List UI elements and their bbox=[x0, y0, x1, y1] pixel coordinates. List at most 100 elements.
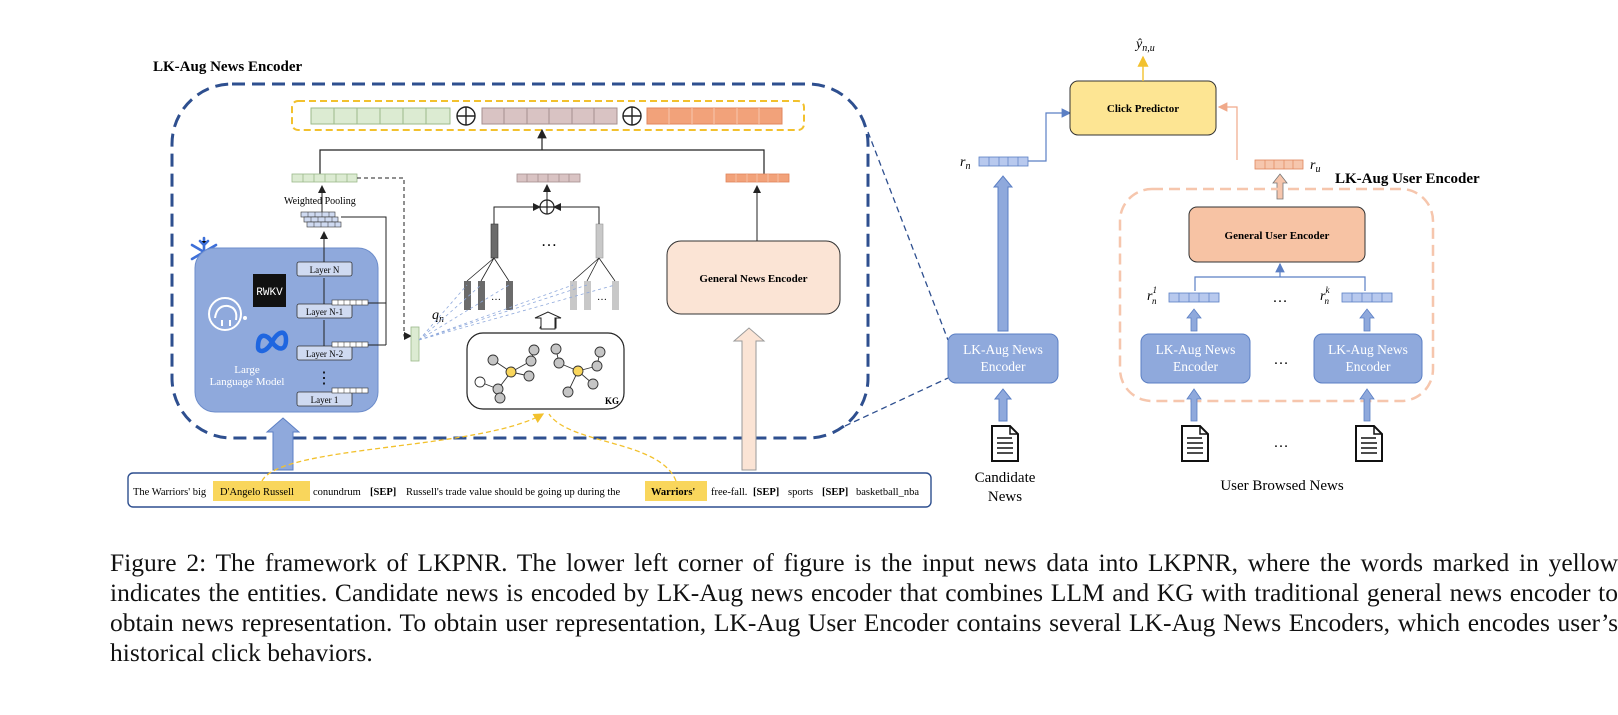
browsed-1-arrow bbox=[1186, 388, 1202, 422]
llm-block bbox=[194, 247, 379, 413]
rn-label: rn bbox=[960, 155, 970, 172]
svg-text:Layer N-2: Layer N-2 bbox=[306, 349, 343, 359]
dashed-connector bbox=[357, 177, 412, 340]
llm-label-line2: Language Model bbox=[210, 376, 285, 388]
layer-1: Layer 1 bbox=[296, 391, 353, 407]
user-browsed-news-label: User Browsed News bbox=[1220, 478, 1343, 494]
rn1-vector bbox=[1168, 292, 1220, 303]
stacked-vectors bbox=[300, 211, 342, 228]
general-news-encoder-box bbox=[666, 240, 841, 315]
input-news-box bbox=[127, 472, 932, 508]
sum-icon bbox=[539, 199, 555, 215]
kg-label: KG bbox=[605, 396, 619, 406]
candidate-label-line1: Candidate bbox=[975, 470, 1036, 486]
browsed-k-arrow bbox=[1359, 388, 1375, 422]
kg-graph bbox=[474, 343, 606, 404]
user-encoder-1-arrow bbox=[1186, 308, 1202, 332]
qn-vector bbox=[410, 326, 420, 362]
kg-attention-left: … bbox=[464, 223, 513, 310]
kg-box bbox=[466, 332, 625, 410]
orange-vector-top bbox=[646, 107, 783, 125]
user-encoder-up-arrow bbox=[1272, 173, 1288, 200]
lk-user-encoder-boundary bbox=[1118, 187, 1435, 403]
llm-label-line1: Large bbox=[234, 364, 260, 376]
svg-text:Layer N-1: Layer N-1 bbox=[306, 307, 343, 317]
entity-highlight-1 bbox=[213, 481, 310, 501]
figure-caption: Figure 2: The framework of LKPNR. The lo… bbox=[110, 548, 1618, 668]
document-icon bbox=[991, 425, 1019, 462]
layer-vdots: ⋮ bbox=[316, 370, 332, 387]
mauve-vector-top bbox=[481, 107, 618, 125]
entity-warriors: Warriors' bbox=[651, 487, 695, 498]
general-news-encoder-label: General News Encoder bbox=[699, 273, 807, 285]
svg-text:Encoder: Encoder bbox=[1346, 359, 1391, 374]
merge-line bbox=[319, 149, 765, 176]
mauve-vector-small bbox=[516, 173, 581, 183]
input-news-text: The Warriors' big D'Angelo Russell conun… bbox=[133, 487, 919, 498]
blue-input-arrow bbox=[265, 417, 301, 471]
green-vector-small bbox=[291, 173, 358, 183]
green-vector-top bbox=[310, 107, 451, 125]
concat-icon bbox=[622, 106, 642, 126]
entity-link-1 bbox=[261, 413, 545, 482]
lk-news-encoder-title: LK-Aug News Encoder bbox=[153, 59, 303, 75]
entity-highlight-2 bbox=[645, 481, 707, 501]
click-predictor-label: Click Predictor bbox=[1107, 103, 1179, 115]
svg-text:LK-Aug News: LK-Aug News bbox=[1328, 342, 1408, 357]
svg-text:…: … bbox=[597, 292, 607, 303]
candidate-lk-news-encoder bbox=[947, 333, 1059, 384]
ru-vector bbox=[1254, 159, 1304, 170]
prediction-label: ŷn,u bbox=[1134, 37, 1155, 54]
weighted-pooling-label: Weighted Pooling bbox=[284, 196, 356, 207]
zoom-line-bottom bbox=[844, 377, 949, 427]
svg-text:Layer 1: Layer 1 bbox=[311, 395, 339, 405]
svg-text:Encoder: Encoder bbox=[981, 359, 1026, 374]
kg-ellipsis: … bbox=[541, 233, 557, 250]
ru-label: ru bbox=[1310, 158, 1320, 175]
entity-link-2 bbox=[548, 413, 677, 482]
concatenated-vector-frame bbox=[291, 100, 805, 131]
elephant-icon bbox=[208, 297, 247, 331]
svg-text:…: … bbox=[491, 292, 501, 303]
user-lk-news-encoder-k bbox=[1313, 333, 1423, 384]
layer-n-2: Layer N-2 bbox=[296, 345, 353, 361]
rn-vector bbox=[978, 156, 1029, 167]
rnk-vector bbox=[1341, 292, 1393, 303]
candidate-label-line2: News bbox=[988, 489, 1022, 505]
ru-to-predictor bbox=[1217, 102, 1238, 160]
layer-hidden-vectors bbox=[331, 299, 369, 394]
svg-text:Layer N: Layer N bbox=[310, 265, 340, 275]
qn-label: qn bbox=[432, 308, 444, 325]
kg-attention-right: … bbox=[570, 223, 619, 310]
hidden-state-link bbox=[368, 302, 387, 346]
svg-text:RWKV: RWKV bbox=[256, 287, 283, 299]
lk-user-encoder-title: LK-Aug User Encoder bbox=[1335, 171, 1480, 187]
meta-logo bbox=[255, 330, 289, 354]
browsed-ellipsis: … bbox=[1274, 435, 1289, 451]
user-encoder-ellipsis: … bbox=[1274, 352, 1289, 368]
rwkv-logo: RWKV bbox=[253, 274, 286, 307]
attention-lines bbox=[418, 284, 616, 341]
caption-text: Figure 2: The framework of LKPNR. The lo… bbox=[110, 548, 1618, 667]
document-icon bbox=[1181, 425, 1209, 462]
svg-text:LK-Aug News: LK-Aug News bbox=[1156, 342, 1236, 357]
framework-diagram: LK-Aug News Encoder Weighted Pooling bbox=[127, 37, 1480, 508]
layer-n: Layer N bbox=[296, 261, 353, 277]
orange-vector-small bbox=[725, 173, 790, 183]
user-lk-news-encoder-1 bbox=[1140, 333, 1251, 384]
entity-d-angelo-russell: D'Angelo Russell bbox=[220, 487, 294, 498]
svg-text:LK-Aug News: LK-Aug News bbox=[963, 342, 1043, 357]
document-icon bbox=[1355, 425, 1383, 462]
kg-up-arrow bbox=[534, 311, 562, 330]
general-user-encoder-box bbox=[1188, 206, 1366, 263]
concat-icon bbox=[456, 106, 476, 126]
user-encoder-k-arrow bbox=[1359, 308, 1375, 332]
svg-text:Encoder: Encoder bbox=[1173, 359, 1218, 374]
general-user-encoder-label: General User Encoder bbox=[1225, 230, 1330, 242]
sum-input-left bbox=[493, 203, 541, 224]
lk-news-encoder-boundary bbox=[170, 82, 870, 440]
hidden-state-link bbox=[341, 216, 387, 303]
zoom-line-top bbox=[867, 131, 949, 341]
